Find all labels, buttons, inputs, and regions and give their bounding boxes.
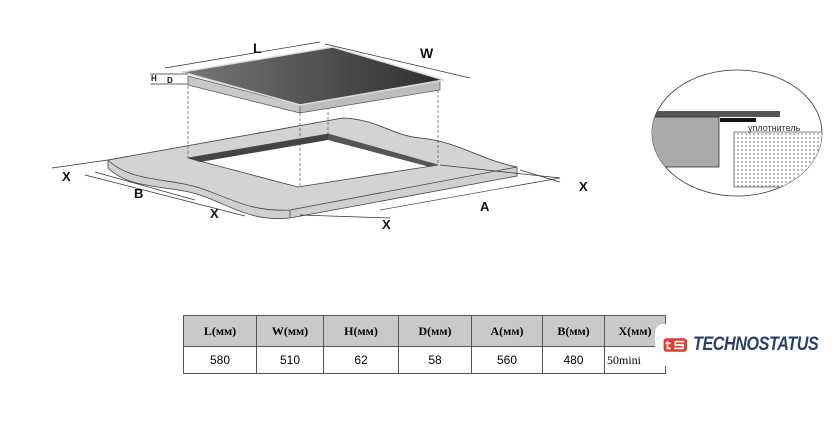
header-B: B(мм): [542, 315, 605, 347]
header-A: A(мм): [471, 315, 543, 347]
value-B: 480: [542, 346, 605, 374]
seal-detail: уплотнитель: [651, 69, 823, 197]
logo-text: TECHNOSTATUS: [692, 334, 819, 355]
hob: [181, 46, 445, 114]
header-L: L(мм): [183, 315, 257, 347]
seal-label: уплотнитель: [748, 123, 801, 133]
label-D: D: [167, 76, 173, 85]
countertop: [107, 117, 518, 219]
technostatus-logo: TECHNOSTATUS: [655, 324, 840, 366]
label-X: X: [579, 179, 588, 194]
dimension-lines: [51, 41, 561, 219]
label-X: X: [62, 169, 71, 184]
value-D: 58: [398, 346, 472, 374]
label-X: X: [210, 206, 219, 221]
header-W: W(мм): [256, 315, 324, 347]
label-A: A: [480, 199, 490, 214]
label-B: B: [134, 186, 143, 201]
table-row: 580 510 62 58 560 480 50mini: [183, 346, 666, 374]
label-X: X: [382, 217, 391, 232]
ts-logo-icon: [663, 338, 688, 352]
header-H: H(мм): [323, 315, 399, 347]
label-W: W: [420, 45, 434, 61]
value-L: 580: [183, 346, 257, 374]
value-A: 560: [471, 346, 543, 374]
table-header-row: L(мм) W(мм) H(мм) D(мм) A(мм) B(мм) X(мм…: [183, 315, 666, 347]
value-X: 50mini: [604, 346, 666, 374]
value-H: 62: [323, 346, 399, 374]
dimensions-table: L(мм) W(мм) H(мм) D(мм) A(мм) B(мм) X(мм…: [183, 315, 666, 374]
label-H: H: [151, 74, 157, 83]
installation-diagram: L W H D X B X X A X уплотнитель: [51, 40, 823, 232]
label-L: L: [253, 40, 262, 56]
header-D: D(мм): [398, 315, 472, 347]
value-W: 510: [256, 346, 324, 374]
